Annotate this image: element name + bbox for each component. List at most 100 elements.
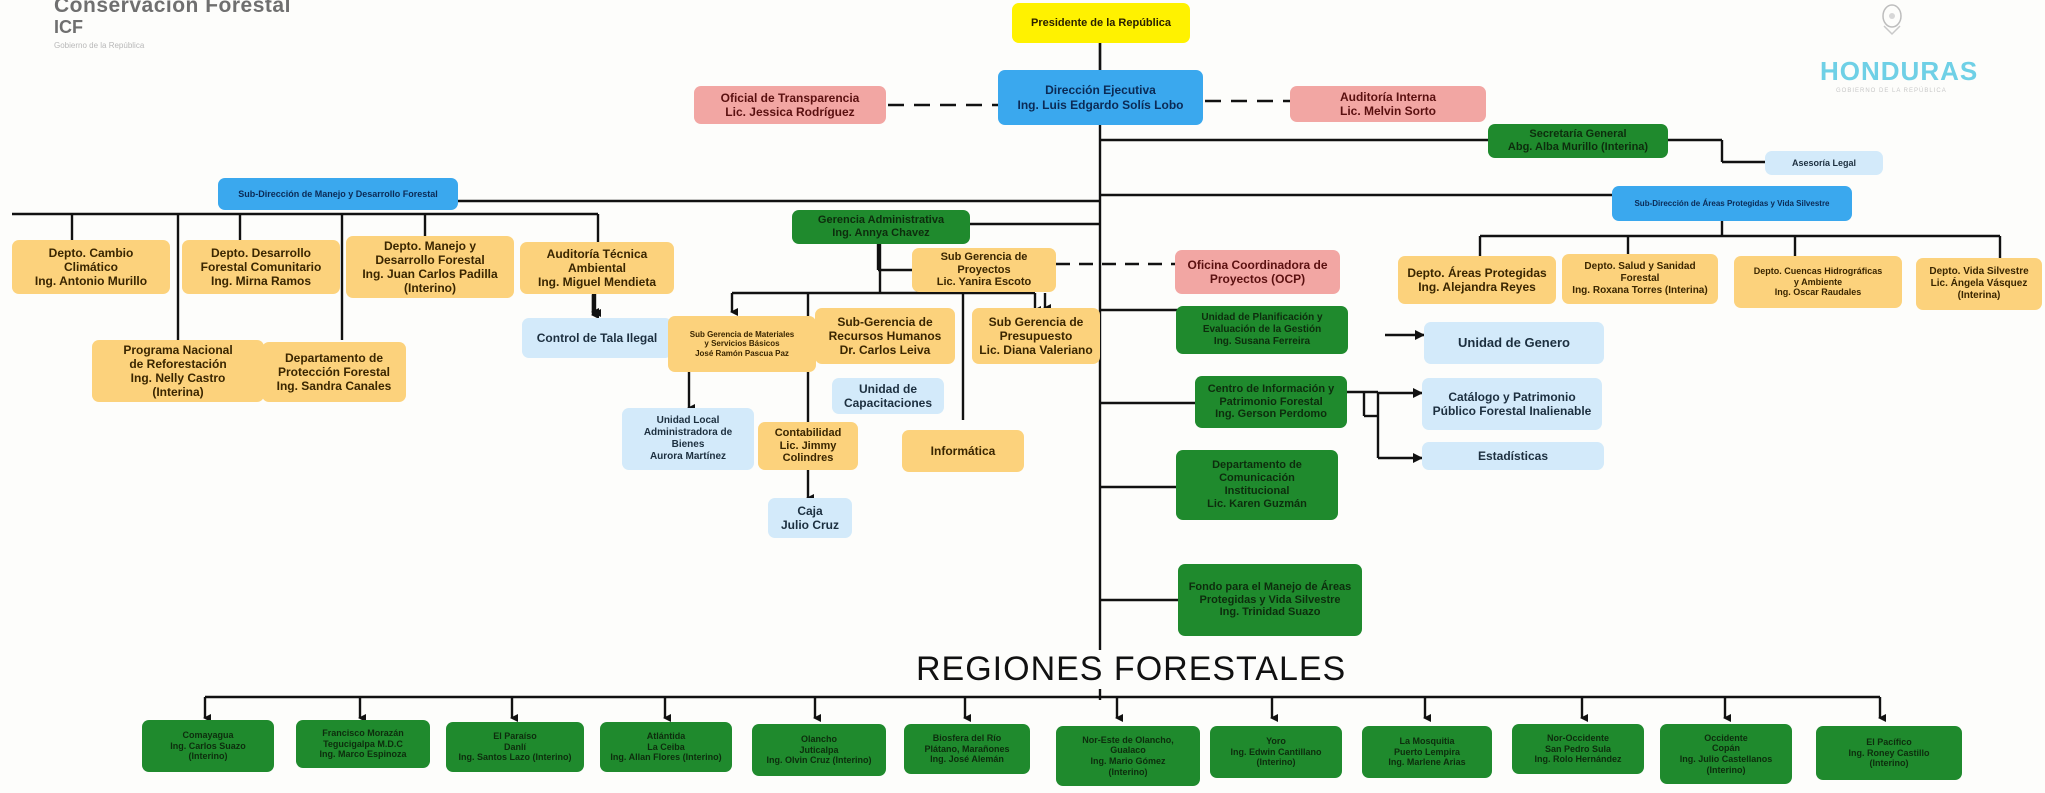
- region-francisco-morazan: Francisco Morazán Tegucigalpa M.D.C Ing.…: [296, 720, 430, 768]
- ocp-line2: Proyectos (OCP): [1209, 272, 1306, 286]
- depto-cambio-line2: Climático: [63, 259, 118, 274]
- cuencas-head: Ing. Oscar Raudales: [1774, 287, 1862, 298]
- proyectos-head: Lic. Yanira Escoto: [936, 276, 1032, 289]
- region-line: (Interino): [1108, 766, 1148, 777]
- gerencia-administrativa-box: Gerencia Administrativa Ing. Annya Chave…: [792, 210, 970, 244]
- caja-box: Caja Julio Cruz: [768, 498, 852, 538]
- secretaria-title: Secretaría General: [1529, 128, 1627, 141]
- depto-desarrollo-line1: Depto. Desarrollo: [210, 245, 312, 260]
- direccion-title: Dirección Ejecutiva: [1045, 83, 1156, 98]
- region-line: Puerto Lempira: [1393, 746, 1460, 757]
- bienes-line3: Bienes: [671, 439, 705, 450]
- asesoria-label: Asesoría Legal: [1791, 157, 1857, 168]
- unidad-bienes-box: Unidad Local Administradora de Bienes Au…: [622, 408, 754, 470]
- proteccion-forestal-box: Departamento de Protección Forestal Ing.…: [262, 342, 406, 402]
- contabilidad-box: Contabilidad Lic. Jimmy Colindres: [758, 422, 858, 470]
- sub-gerencia-rrhh-box: Sub-Gerencia de Recursos Humanos Dr. Car…: [815, 308, 955, 364]
- honduras-logo-subtitle: GOBIERNO DE LA REPÚBLICA: [1836, 88, 1947, 94]
- comunicacion-box: Departamento de Comunicación Institucion…: [1176, 450, 1338, 520]
- region-el-paraiso: El Paraíso Danlí Ing. Santos Lazo (Inter…: [446, 722, 584, 772]
- presupuesto-line1: Sub Gerencia de: [988, 314, 1084, 329]
- president-box: Presidente de la República: [1012, 3, 1190, 43]
- transparencia-title: Oficial de Transparencia: [720, 90, 860, 105]
- region-line: Nor-Este de Olancho,: [1082, 734, 1174, 745]
- materiales-line2: y Servicios Básicos: [704, 339, 780, 349]
- centro-informacion-box: Centro de Información y Patrimonio Fores…: [1195, 376, 1347, 428]
- areas-head: Ing. Alejandra Reyes: [1418, 280, 1536, 294]
- region-line: Biosfera del Río: [932, 733, 1002, 744]
- subdireccion-areas-box: Sub-Dirección de Áreas Protegidas y Vida…: [1612, 186, 1852, 221]
- region-nor-este-olancho: Nor-Este de Olancho, Gualaco Ing. Mario …: [1056, 726, 1200, 786]
- region-line: El Paraíso: [493, 731, 537, 742]
- depto-vida-silvestre-box: Depto. Vida Silvestre Lic. Ángela Vásque…: [1916, 258, 2042, 310]
- contabilidad-title: Contabilidad: [774, 426, 842, 439]
- honduras-logo: HONDURAS: [1820, 56, 1979, 86]
- auditoria-interna-box: Auditoría Interna Lic. Melvin Sorto: [1290, 86, 1486, 122]
- region-line: Danlí: [503, 741, 526, 752]
- centro-info-head: Ing. Gerson Perdomo: [1215, 408, 1327, 421]
- capacitaciones-line2: Capacitaciones: [843, 396, 933, 410]
- region-line: La Ceiba: [647, 741, 685, 752]
- fondo-manejo-box: Fondo para el Manejo de Áreas Protegidas…: [1178, 564, 1362, 636]
- region-line: Ing. Allan Flores (Interino): [610, 752, 722, 763]
- region-line: (Interino): [1869, 758, 1909, 769]
- fondo-line1: Fondo para el Manejo de Áreas: [1188, 580, 1352, 593]
- programa-line2: de Reforestación: [129, 356, 227, 371]
- region-el-pacifico: El Pacífico Ing. Roney Castillo (Interin…: [1816, 726, 1962, 780]
- region-line: (Interino): [188, 751, 228, 762]
- planificacion-head: Ing. Susana Ferreira: [1213, 335, 1311, 347]
- region-yoro: Yoro Ing. Edwin Cantillano (Interino): [1210, 726, 1342, 778]
- ocp-box: Oficina Coordinadora de Proyectos (OCP): [1175, 250, 1340, 294]
- region-la-mosquitia: La Mosquitia Puerto Lempira Ing. Marlene…: [1362, 726, 1492, 778]
- capacitaciones-line1: Unidad de: [858, 381, 917, 396]
- transparencia-box: Oficial de Transparencia Lic. Jessica Ro…: [694, 86, 886, 124]
- depto-desarrollo-head: Ing. Mirna Ramos: [210, 274, 311, 289]
- region-line: Occidente: [1704, 732, 1748, 743]
- cuencas-line1: Depto. Cuencas Hidrográficas: [1753, 266, 1883, 277]
- coat-of-arms-icon: [1882, 4, 1902, 36]
- region-line: Ing. Roney Castillo: [1848, 747, 1930, 758]
- region-line: Nor-Occidente: [1546, 733, 1609, 744]
- region-line: Ing. Carlos Suazo: [170, 740, 246, 751]
- region-line: Ing. José Alemán: [930, 754, 1004, 765]
- region-line: Ing. Santos Lazo (Interino): [458, 752, 572, 763]
- region-line: Tegucigalpa M.D.C: [323, 738, 403, 749]
- proyectos-line2: Proyectos: [957, 263, 1011, 276]
- presupuesto-line2: Presupuesto: [999, 328, 1073, 343]
- depto-cambio-head: Ing. Antonio Murillo: [34, 274, 148, 289]
- region-line: Ing. Edwin Cantillano: [1230, 746, 1322, 757]
- auditoria-tecnica-head: Ing. Miguel Mendieta: [537, 275, 656, 290]
- control-tala-box: Control de Tala Ilegal: [522, 318, 672, 358]
- depto-salud-box: Depto. Salud y Sanidad Forestal Ing. Rox…: [1562, 254, 1718, 304]
- region-line: Copán: [1712, 743, 1740, 754]
- region-line: Ing. Rolo Hernández: [1534, 754, 1622, 765]
- depto-areas-protegidas-box: Depto. Áreas Protegidas Ing. Alejandra R…: [1398, 256, 1556, 304]
- region-nor-occidente: Nor-Occidente San Pedro Sula Ing. Rolo H…: [1512, 724, 1644, 774]
- sub-gerencia-materiales-box: Sub Gerencia de Materiales y Servicios B…: [668, 316, 816, 372]
- programa-head: Ing. Nelly Castro: [130, 371, 226, 385]
- estadisticas-box: Estadísticas: [1422, 442, 1604, 470]
- depto-manejo-line2: Desarrollo Forestal: [375, 252, 485, 267]
- auditoria-tecnica-line1: Auditoría Técnica: [546, 246, 648, 261]
- org-name: Conservación Forestal: [54, 0, 291, 17]
- contabilidad-head1: Lic. Jimmy: [779, 439, 837, 452]
- catalogo-patrimonio-box: Catálogo y Patrimonio Público Forestal I…: [1422, 378, 1602, 430]
- genero-label: Unidad de Genero: [1458, 335, 1570, 351]
- comunicacion-head: Lic. Karen Guzmán: [1207, 497, 1307, 510]
- proteccion-line1: Departamento de: [284, 350, 384, 365]
- sub-gerencia-presupuesto-box: Sub Gerencia de Presupuesto Lic. Diana V…: [972, 308, 1100, 364]
- depto-manejo-line1: Depto. Manejo y: [383, 238, 476, 253]
- caja-title: Caja: [797, 503, 823, 518]
- centro-info-line2: Patrimonio Forestal: [1219, 395, 1323, 408]
- depto-manejo-head: Ing. Juan Carlos Padilla: [362, 267, 498, 281]
- region-line: Juticalpa: [799, 744, 839, 755]
- region-line: El Pacífico: [1866, 737, 1912, 748]
- depto-cambio-line1: Depto. Cambio: [48, 245, 134, 260]
- region-line: Ing. Marlene Arias: [1388, 757, 1466, 768]
- org-acronym: ICF: [54, 17, 83, 37]
- planificacion-line1: Unidad de Planificación y: [1201, 312, 1323, 324]
- comunicacion-line3: Institucional: [1224, 485, 1290, 497]
- rrhh-head: Dr. Carlos Leiva: [839, 343, 931, 358]
- region-line: Ing. Julio Castellanos: [1679, 754, 1773, 764]
